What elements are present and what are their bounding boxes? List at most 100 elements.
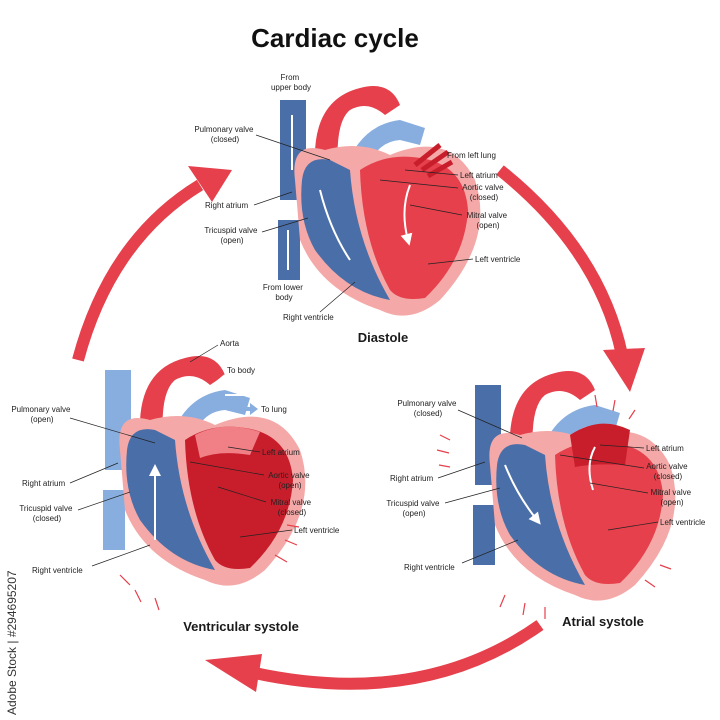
left-heart-chambers [555, 441, 663, 584]
label-line: (closed) [33, 514, 62, 523]
heart-ventricular-systole [103, 356, 306, 611]
label-line: Aortic valve [462, 183, 504, 192]
label-line: (closed) [211, 135, 240, 144]
label-left-atrium: Left atrium [262, 448, 300, 457]
left-heart-chambers [360, 156, 468, 299]
labels-diastole: Diastole From upper body Pulmonary valve… [194, 73, 521, 345]
label-pulmonary-valve: Pulmonary valve (open) [11, 405, 72, 424]
label-pulmonary-valve: Pulmonary valve (closed) [194, 125, 255, 144]
leader-line [437, 461, 486, 479]
label-line: upper body [271, 83, 311, 92]
leader-line [461, 539, 519, 564]
label-line: Aorta [220, 339, 240, 348]
cycle-arrow-to-atrial-systole [496, 165, 628, 357]
label-right-atrium: Right atrium [205, 201, 248, 210]
label-mitral-valve: Mitral valve (closed) [271, 498, 314, 517]
stock-credit-text: Adobe Stock | #294695207 [5, 570, 19, 715]
flow-arrows [155, 374, 255, 540]
label-mitral-valve: Mitral valve (open) [651, 488, 694, 507]
label-from-left-lung: From left lung [447, 151, 496, 160]
label-tricuspid-valve: Tricuspid valve (open) [386, 499, 441, 518]
label-aortic-valve: Aortic valve (open) [268, 471, 312, 490]
label-tricuspid-valve: Tricuspid valve (closed) [19, 504, 74, 523]
label-right-ventricle: Right ventricle [283, 313, 334, 322]
label-line: (open) [278, 481, 301, 490]
label-line: Left ventricle [294, 526, 340, 535]
leader-line [227, 446, 261, 453]
heart-atrial-systole [436, 371, 676, 619]
label-line: Pulmonary valve [11, 405, 71, 414]
label-line: (open) [402, 509, 425, 518]
label-line: Left atrium [460, 171, 498, 180]
to-lung-arrow-head [250, 403, 258, 415]
label-tricuspid-valve: Tricuspid valve (open) [204, 226, 259, 245]
stage-title-ventricular-systole: Ventricular systole [183, 619, 299, 634]
label-line: (closed) [470, 193, 499, 202]
label-line: (open) [220, 236, 243, 245]
label-to-lung: To lung [261, 405, 287, 414]
flow-arrows [287, 115, 410, 270]
leader-line [427, 258, 474, 265]
label-to-body: To body [227, 366, 255, 375]
label-line: Tricuspid valve [19, 504, 73, 513]
cycle-arrow-to-diastole-head [188, 166, 232, 202]
leader-line [255, 134, 331, 161]
label-left-ventricle: Left ventricle [660, 518, 706, 527]
label-line: Left atrium [646, 444, 684, 453]
stock-credit: Adobe Stock | #294695207 [4, 545, 19, 715]
leader-line [239, 529, 293, 538]
label-line: To lung [261, 405, 287, 414]
label-line: Mitral valve [651, 488, 692, 497]
leader-line [261, 217, 309, 233]
label-line: (open) [30, 415, 53, 424]
label-aortic-valve: Aortic valve (closed) [646, 462, 690, 481]
leader-line [457, 409, 523, 439]
label-line: Right ventricle [404, 563, 455, 572]
leader-line [607, 521, 659, 531]
inferior-vena-cava [473, 505, 495, 565]
label-line: Aortic valve [268, 471, 310, 480]
leader-line [217, 486, 267, 503]
label-line: Left ventricle [660, 518, 706, 527]
label-line: Left ventricle [475, 255, 521, 264]
contraction-marks [119, 524, 300, 611]
leader-line [69, 417, 156, 444]
label-line: From left lung [447, 151, 496, 160]
label-aorta: Aorta [220, 339, 240, 348]
label-left-ventricle: Left ventricle [475, 255, 521, 264]
label-pulmonary-valve: Pulmonary valve (closed) [397, 399, 458, 418]
labels-atrial-systole: Atrial systole Pulmonary valve (closed) … [386, 399, 706, 629]
label-line: Aortic valve [646, 462, 688, 471]
label-line: Pulmonary valve [397, 399, 457, 408]
label-from-lower-body: From lower body [263, 283, 305, 302]
leader-line [69, 462, 119, 484]
leader-line [379, 179, 459, 189]
right-heart-chambers [301, 159, 390, 300]
label-right-atrium: Right atrium [390, 474, 433, 483]
leader-line [253, 191, 293, 206]
label-line: (closed) [414, 409, 443, 418]
leader-line [559, 454, 645, 469]
label-line: From lower [263, 283, 303, 292]
cycle-arrow-to-diastole [72, 179, 204, 362]
label-aortic-valve: Aortic valve (closed) [462, 183, 506, 202]
leader-line [189, 344, 219, 363]
label-line: Tricuspid valve [204, 226, 258, 235]
label-left-ventricle: Left ventricle [294, 526, 340, 535]
leader-line [189, 461, 265, 476]
leader-line [319, 281, 356, 313]
label-line: (open) [660, 498, 683, 507]
stage-title-atrial-systole: Atrial systole [562, 614, 644, 629]
label-line: Right atrium [22, 479, 65, 488]
leader-line [409, 204, 463, 216]
label-line: Right atrium [390, 474, 433, 483]
cycle-arrow-to-ventricular-systole-head [205, 654, 262, 692]
label-line: From [281, 73, 300, 82]
contraction-marks-lower [499, 564, 672, 619]
label-line: (closed) [654, 472, 683, 481]
label-line: Right ventricle [283, 313, 334, 322]
label-mitral-valve: Mitral valve (open) [467, 211, 510, 230]
label-line: Left atrium [262, 448, 300, 457]
label-left-atrium: Left atrium [646, 444, 684, 453]
label-left-atrium: Left atrium [460, 171, 498, 180]
